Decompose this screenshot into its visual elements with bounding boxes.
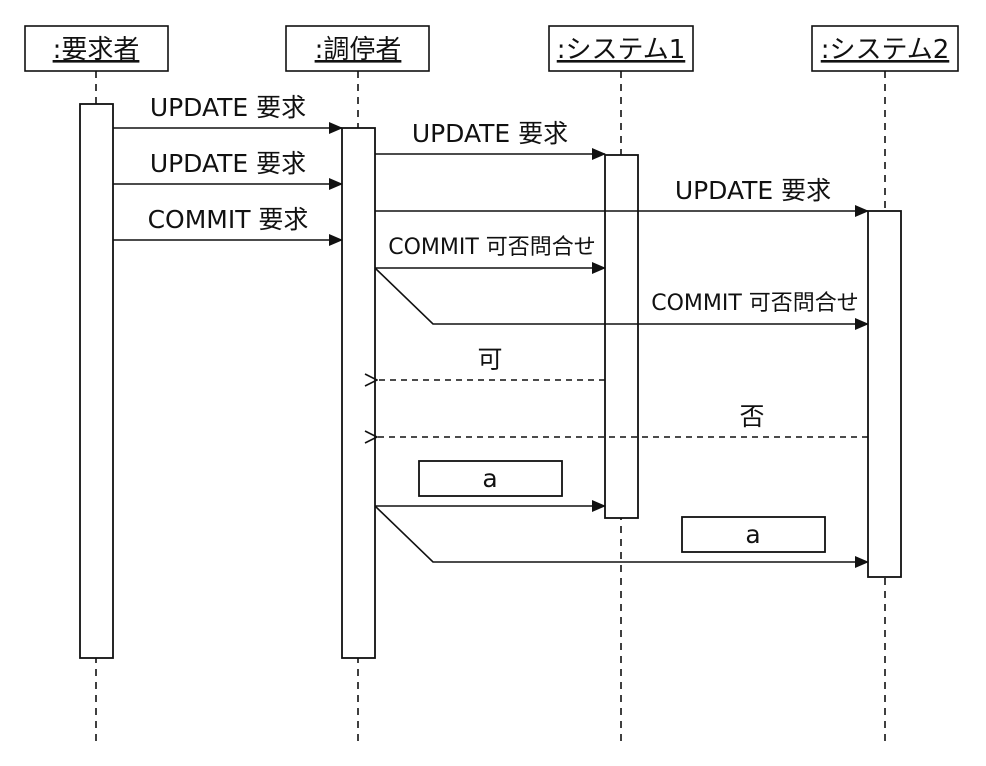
lifeline-label-system1: :システム1 <box>557 35 686 65</box>
message-label-commit: COMMIT 要求 <box>148 205 309 234</box>
message-label-update-system2: UPDATE 要求 <box>675 176 831 205</box>
message-arrow-commit-query-system2 <box>374 267 869 330</box>
message-label-update-2: UPDATE 要求 <box>150 149 306 178</box>
reply-label-no: 否 <box>739 402 764 431</box>
lifeline-head-coordinator: :調停者 <box>285 25 430 72</box>
blank-box-a-system2: a <box>681 516 826 553</box>
message-label-update-system1: UPDATE 要求 <box>412 119 568 148</box>
lifeline-label-requester: :要求者 <box>53 35 140 65</box>
lifeline-head-requester: :要求者 <box>24 25 169 72</box>
lifeline-label-coordinator: :調停者 <box>315 35 402 65</box>
blank-box-a-system1: a <box>418 460 563 497</box>
blank-label-a-system1: a <box>482 464 497 493</box>
reply-label-yes: 可 <box>477 345 502 374</box>
lifeline-head-system1: :システム1 <box>548 25 694 72</box>
lifeline-head-system2: :システム2 <box>811 25 959 72</box>
activation-bar-system2 <box>867 210 902 578</box>
message-label-commit-query-system2: COMMIT 可否問合せ <box>651 291 859 316</box>
activation-bar-system1 <box>604 154 639 519</box>
message-label-commit-query-system1: COMMIT 可否問合せ <box>388 235 596 260</box>
message-label-update-1: UPDATE 要求 <box>150 93 306 122</box>
lifeline-label-system2: :システム2 <box>821 35 950 65</box>
activation-bar-coordinator <box>341 127 376 659</box>
blank-label-a-system2: a <box>745 520 760 549</box>
message-arrow-blank-system2 <box>374 505 869 568</box>
activation-bar-requester <box>79 103 114 659</box>
